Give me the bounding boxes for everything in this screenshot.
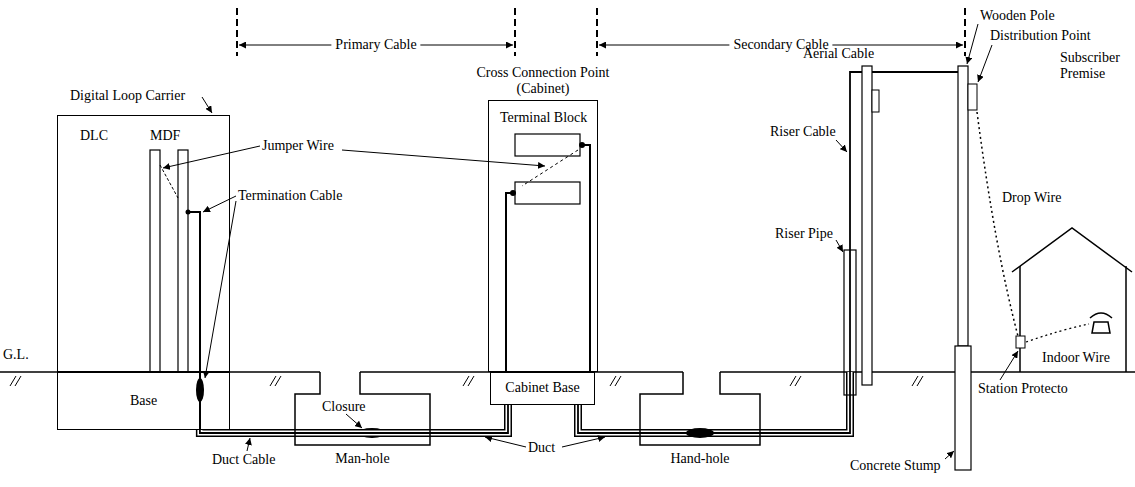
- part-label: Riser Pipe: [775, 226, 833, 242]
- part-label: Duct: [528, 440, 555, 456]
- part-label: Closure: [322, 399, 366, 415]
- leader-line: [562, 437, 605, 447]
- part-label: Aerial Cable: [803, 46, 874, 62]
- station-protector: [1016, 336, 1025, 348]
- leader-line: [205, 201, 236, 378]
- part-label: Primary Cable: [331, 37, 420, 53]
- secondary-cable: [578, 72, 963, 433]
- leader-line: [346, 414, 362, 428]
- node-label: Man-hole: [335, 451, 389, 467]
- wooden-pole: [862, 66, 872, 385]
- wooden-pole: [958, 66, 968, 346]
- leader-line: [247, 438, 250, 451]
- cabinet-cable: [506, 193, 513, 372]
- handhole-outline: [640, 372, 760, 445]
- leader-line: [163, 146, 260, 168]
- drop-wire: [977, 112, 1019, 340]
- telephone-symbol: [1090, 313, 1112, 333]
- splice: [196, 378, 204, 402]
- leader-lines: [163, 24, 1018, 459]
- leader-line: [945, 451, 954, 459]
- terminal-dot: [186, 210, 191, 215]
- cabinet-base-box: Cabinet Base: [490, 372, 595, 405]
- base-box: Base: [57, 372, 230, 430]
- ground-hatch: [10, 376, 923, 386]
- part-label: Concrete Stump: [850, 458, 941, 474]
- node-label: Base: [130, 393, 157, 409]
- indoor-wire: [1026, 324, 1089, 342]
- terminal-block: [515, 134, 580, 204]
- cabinet-box: Cross Connection Point (Cabinet): [488, 100, 598, 372]
- leader-line: [836, 240, 843, 252]
- house-roof: [1012, 228, 1132, 272]
- part-label: Wooden Pole: [980, 8, 1055, 24]
- part-label: Termination Cable: [238, 188, 342, 204]
- part-label: Station Protecto: [978, 381, 1068, 397]
- riser-pipe: [844, 250, 856, 395]
- node-label: Cabinet Base: [505, 380, 579, 396]
- node-label: DLC: [80, 128, 108, 144]
- part-label: Riser Cable: [770, 124, 836, 140]
- cabinet-cable: [582, 145, 590, 372]
- part-label: Terminal Block: [500, 110, 587, 126]
- node-label: Cross Connection Point (Cabinet): [464, 65, 622, 97]
- house-wall: [1020, 266, 1126, 372]
- leader-line: [836, 140, 847, 152]
- terminal-dot: [579, 142, 585, 148]
- duct: [578, 372, 850, 433]
- leader-line: [967, 24, 978, 64]
- handhole: Hand-hole: [640, 372, 760, 445]
- leader-line: [1000, 351, 1018, 380]
- part-label: Duct Cable: [212, 452, 275, 468]
- part-label: Digital Loop Carrier: [70, 88, 185, 104]
- part-label: Jumper Wire: [262, 138, 334, 154]
- part-label: Indoor Wire: [1042, 350, 1110, 366]
- node-label: Hand-hole: [670, 451, 729, 467]
- mdf-frame: [150, 150, 188, 372]
- duct: [578, 372, 850, 433]
- cable-terminal: [872, 90, 879, 112]
- leader-line: [342, 150, 545, 166]
- concrete-stump: [955, 346, 971, 470]
- part-label: G.L.: [3, 347, 29, 363]
- leader-line: [202, 97, 212, 113]
- distribution-point-box: [968, 84, 977, 110]
- splice: [686, 428, 714, 438]
- mdf-jumper: [160, 165, 178, 198]
- leader-line: [978, 45, 992, 82]
- cabinet-jumper: [522, 150, 578, 186]
- part-label: Subscriber Premise: [1060, 50, 1132, 82]
- leader-line: [485, 437, 526, 447]
- leader-line: [203, 196, 236, 212]
- part-label: Distribution Point: [990, 28, 1091, 44]
- part-label: Drop Wire: [1002, 190, 1061, 206]
- dlc-building: DLC MDF: [57, 115, 230, 372]
- node-label: MDF: [150, 128, 180, 144]
- terminal-dot: [510, 190, 516, 196]
